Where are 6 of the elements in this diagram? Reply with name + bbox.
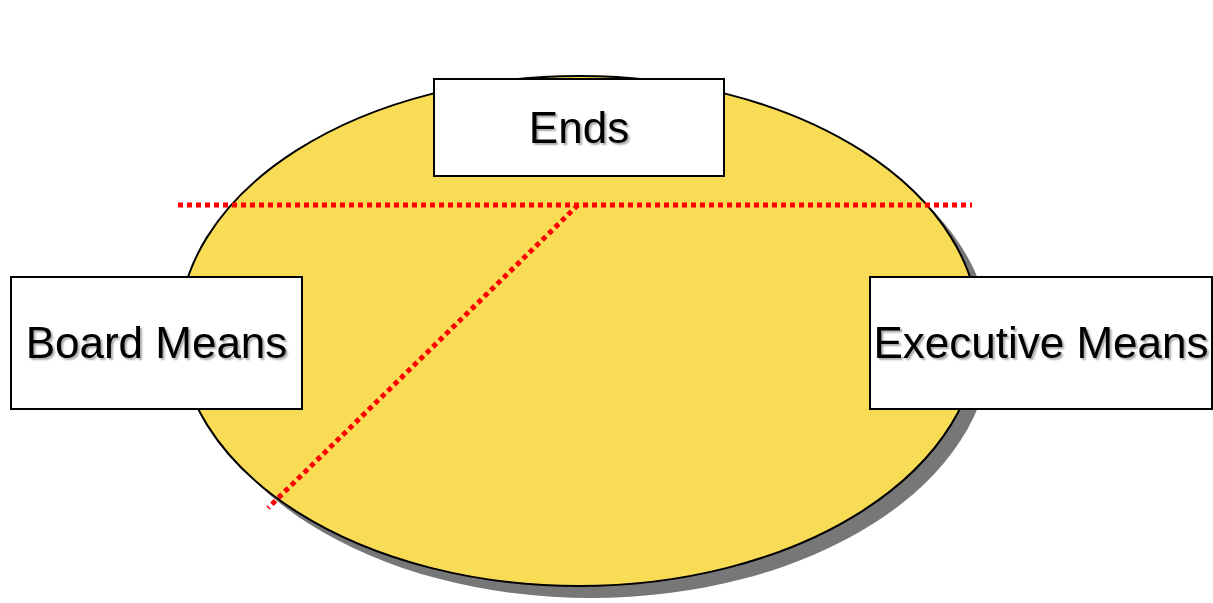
box-label: Ends: [528, 101, 630, 154]
text-box: [10, 276, 303, 410]
box-label: Board Means: [25, 317, 288, 370]
text-box: [433, 78, 725, 177]
text-box: [869, 276, 1213, 410]
box-label: Executive Means: [873, 317, 1209, 370]
